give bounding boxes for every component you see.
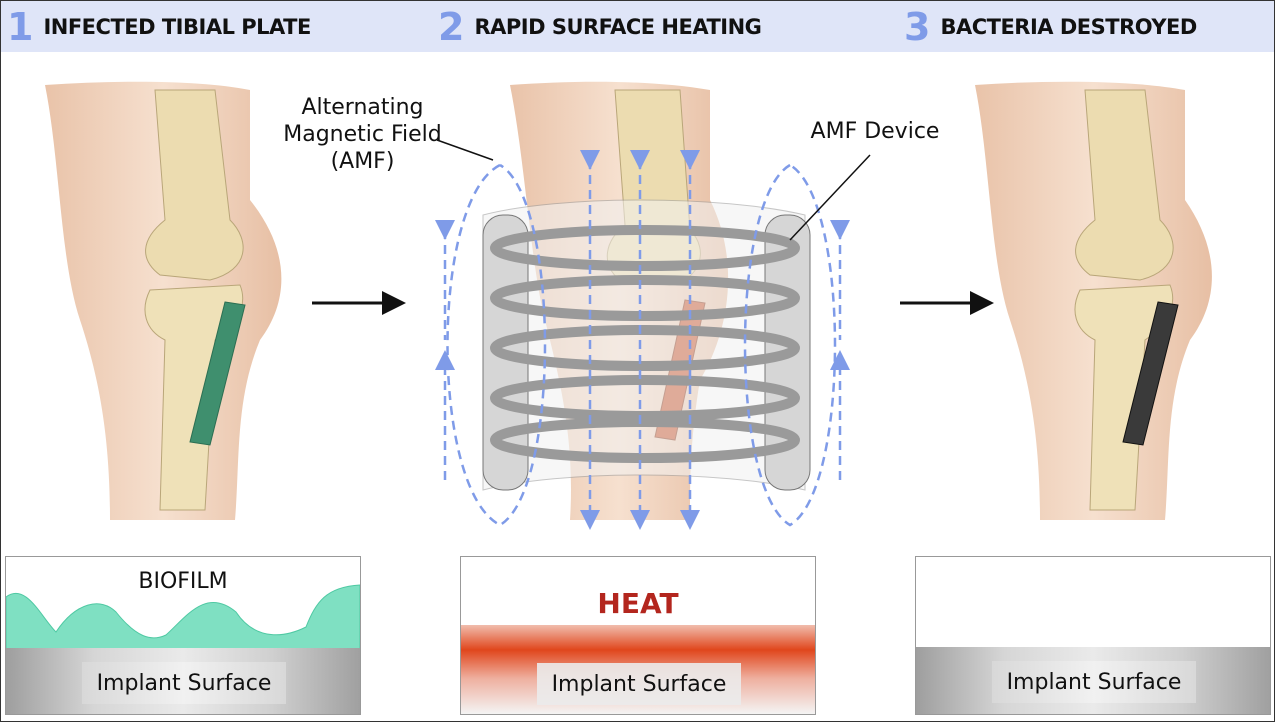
step-title: INFECTED TIBIAL PLATE bbox=[43, 15, 311, 39]
step-title: BACTERIA DESTROYED bbox=[940, 15, 1197, 39]
step-number: 2 bbox=[438, 5, 465, 49]
step-number: 1 bbox=[7, 5, 34, 49]
biofilm-caption: BIOFILM bbox=[138, 569, 228, 594]
implant-surface: Implant Surface bbox=[6, 648, 360, 714]
header-band: 1 INFECTED TIBIAL PLATE 2 RAPID SURFACE … bbox=[1, 1, 1274, 52]
leg-treated bbox=[975, 81, 1212, 520]
panel-biofilm: BIOFILM Implant Surface bbox=[5, 556, 361, 715]
amf-leader-line bbox=[436, 139, 494, 161]
biofilm-layer bbox=[6, 584, 360, 650]
panel-clean: Implant Surface bbox=[915, 556, 1271, 715]
step-1-heading: 1 INFECTED TIBIAL PLATE bbox=[7, 7, 311, 47]
step-title: RAPID SURFACE HEATING bbox=[474, 15, 762, 39]
step-2-heading: 2 RAPID SURFACE HEATING bbox=[438, 5, 762, 49]
implant-surface-label: Implant Surface bbox=[992, 661, 1196, 703]
leg-infected bbox=[45, 81, 282, 520]
implant-surface-label: Implant Surface bbox=[82, 662, 286, 704]
heat-caption: HEAT bbox=[597, 587, 679, 620]
illustration bbox=[45, 81, 1212, 530]
panel-heat: HEAT Implant Surface bbox=[460, 556, 816, 715]
step-3-heading: 3 BACTERIA DESTROYED bbox=[904, 7, 1197, 47]
implant-surface: Implant Surface bbox=[916, 647, 1270, 714]
amf-label: Alternating Magnetic Field (AMF) bbox=[283, 95, 442, 174]
device-leader-line bbox=[789, 154, 871, 241]
implant-surface-label: Implant Surface bbox=[537, 663, 741, 705]
step-number: 3 bbox=[904, 5, 931, 49]
magnetic-field-lines bbox=[435, 150, 850, 530]
amf-device-coil bbox=[482, 199, 811, 491]
amf-device-label: AMF Device bbox=[810, 119, 940, 144]
